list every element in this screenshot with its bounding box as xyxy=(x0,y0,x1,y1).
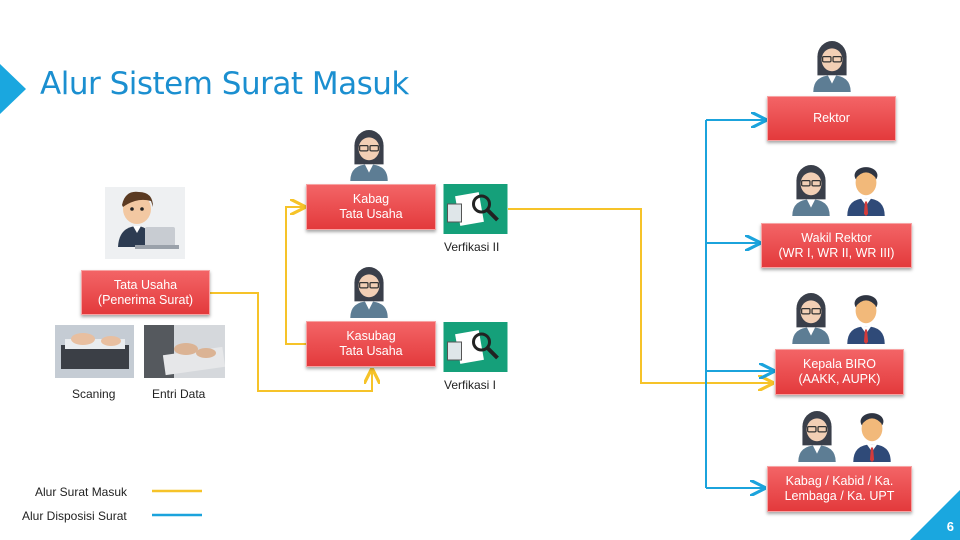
wakil-rektor-man-icon xyxy=(847,167,885,216)
node-wakil-rektor: Wakil Rektor (WR I, WR II, WR III) xyxy=(761,223,912,268)
node-kasubag-tata-usaha: Kasubag Tata Usaha xyxy=(306,321,436,367)
node-kabag-tata-usaha: Kabag Tata Usaha xyxy=(306,184,436,230)
kabag-kabid-woman-icon xyxy=(797,410,837,462)
legend-disposisi-label: Alur Disposisi Surat xyxy=(22,509,127,523)
scanning-photo xyxy=(55,325,134,378)
flow-tatausaha-to-kasubag xyxy=(210,292,372,392)
kabag-kabid-man-icon xyxy=(853,413,891,462)
caption-scaning: Scaning xyxy=(72,387,116,401)
flow-kabag-to-biro xyxy=(508,208,772,383)
node-tata-usaha: Tata Usaha (Penerima Surat) xyxy=(81,270,210,315)
caption-entri-data: Entri Data xyxy=(152,387,206,401)
node-kabag-kabid: Kabag / Kabid / Ka. Lembaga / Ka. UPT xyxy=(767,466,912,512)
title-accent-arrow xyxy=(0,64,26,114)
data-entry-photo xyxy=(144,325,225,378)
kasubag-person-icon xyxy=(349,266,389,318)
kepala-biro-woman-icon xyxy=(791,292,831,344)
caption-verifikasi-1: Verfikasi I xyxy=(444,378,497,392)
flow-kasubag-to-kabag xyxy=(285,207,306,345)
caption-verifikasi-2: Verfikasi II xyxy=(444,240,500,254)
page-number: 6 xyxy=(946,519,954,534)
kepala-biro-man-icon xyxy=(847,295,885,344)
verification-2-icon xyxy=(443,184,508,234)
legend-masuk-label: Alur Surat Masuk xyxy=(35,485,128,499)
verification-1-icon xyxy=(443,322,508,372)
corner-accent xyxy=(910,490,960,540)
page-title: Alur Sistem Surat Masuk xyxy=(40,66,409,102)
office-worker-icon xyxy=(105,187,185,259)
kabag-person-icon xyxy=(349,129,389,181)
node-kepala-biro: Kepala BIRO (AAKK, AUPK) xyxy=(775,349,904,395)
node-rektor: Rektor xyxy=(767,96,896,141)
rektor-person-icon xyxy=(812,40,852,92)
wakil-rektor-woman-icon xyxy=(791,164,831,216)
